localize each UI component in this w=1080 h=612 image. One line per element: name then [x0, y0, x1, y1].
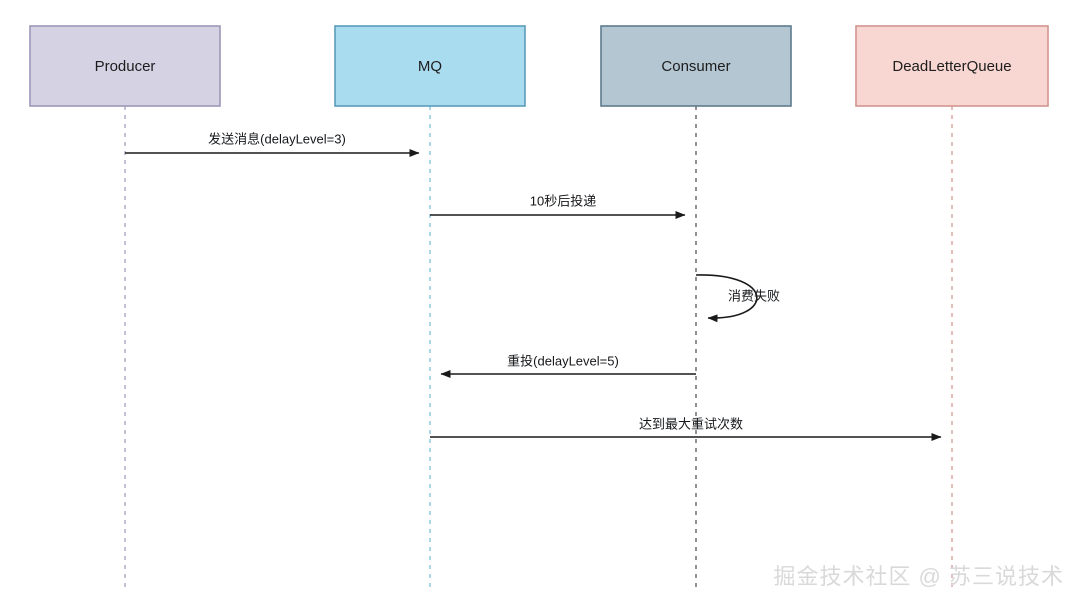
message-consume-failed: 消费失败 — [695, 274, 780, 323]
actor-consumer[interactable]: Consumer — [600, 25, 792, 107]
message-label-deliver-after-10s: 10秒后投递 — [530, 193, 596, 208]
actor-label-producer: Producer — [95, 58, 156, 75]
message-label-retry-redeliver: 重投(delayLevel=5) — [507, 353, 619, 368]
messages-group: 发送消息(delayLevel=3) 10秒后投递消费失败重投(delayLeve… — [125, 131, 942, 441]
actor-producer[interactable]: Producer — [29, 25, 221, 107]
actor-label-deadletterqueue: DeadLetterQueue — [892, 58, 1011, 75]
self-loop-arrow-consume-failed — [695, 274, 758, 323]
actor-mq[interactable]: MQ — [334, 25, 526, 107]
watermark-label: 掘金技术社区 @ 苏三说技术 — [773, 564, 1064, 589]
actor-label-consumer: Consumer — [661, 58, 730, 75]
message-retry-redeliver: 重投(delayLevel=5) — [440, 353, 696, 378]
message-label-consume-failed: 消费失败 — [728, 288, 780, 303]
actor-box-producer[interactable] — [29, 25, 221, 107]
lifelines-group — [124, 106, 953, 590]
message-label-send-message: 发送消息(delayLevel=3) — [208, 131, 346, 146]
actors-group: Producer MQ Consumer DeadLetterQueue — [29, 25, 1049, 107]
message-send-message: 发送消息(delayLevel=3) — [125, 131, 420, 157]
message-max-retries-reached: 达到最大重试次数 — [430, 416, 942, 441]
message-label-max-retries-reached: 达到最大重试次数 — [639, 416, 743, 431]
actor-box-deadletterqueue[interactable] — [855, 25, 1049, 107]
actor-deadletterqueue[interactable]: DeadLetterQueue — [855, 25, 1049, 107]
message-deliver-after-10s: 10秒后投递 — [430, 193, 686, 219]
actor-label-mq: MQ — [418, 58, 442, 75]
actor-box-mq[interactable] — [334, 25, 526, 107]
actor-box-consumer[interactable] — [600, 25, 792, 107]
